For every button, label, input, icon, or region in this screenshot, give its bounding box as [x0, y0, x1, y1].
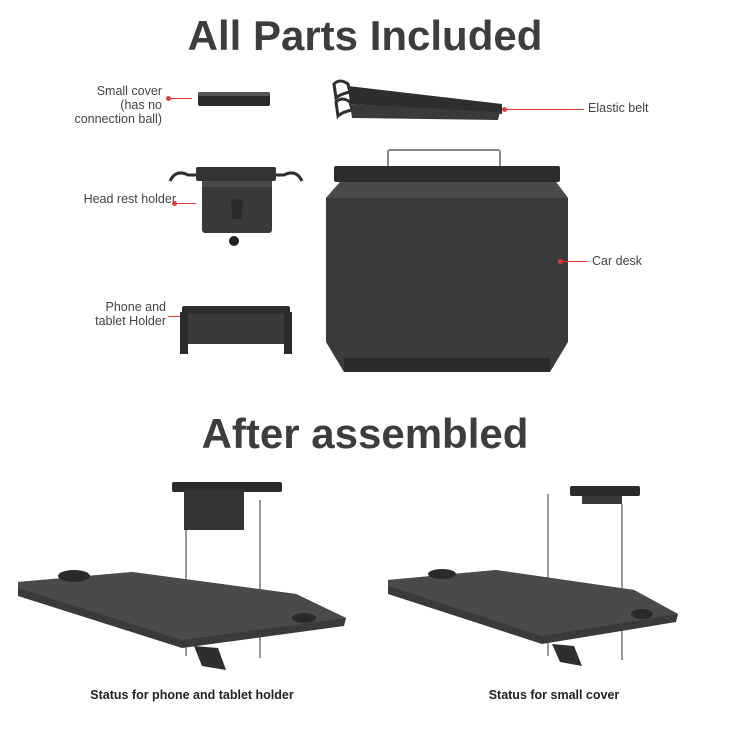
label-elastic-belt: Elastic belt — [588, 101, 649, 115]
label-small-cover-line2: (has no — [120, 98, 162, 112]
small-cover-image — [198, 92, 270, 106]
title-after-assembled: After assembled — [201, 410, 529, 457]
assembled-small-cover-image — [388, 486, 678, 666]
leader-car-desk — [562, 261, 588, 262]
dot-small-cover — [166, 96, 171, 101]
label-phone-tablet-holder-line1: Phone and — [105, 300, 166, 314]
label-small-cover: Small cover (has no connection ball) — [58, 84, 162, 126]
elastic-belt-image — [332, 79, 502, 120]
head-rest-holder-image — [168, 167, 304, 246]
caption-left: Status for phone and tablet holder — [90, 688, 294, 702]
leader-head-rest-holder — [174, 203, 196, 204]
assembled-phone-holder-image — [18, 482, 346, 670]
label-small-cover-line3: connection ball) — [74, 112, 162, 126]
label-head-rest-holder: Head rest holder — [83, 192, 176, 206]
phone-tablet-holder-image — [180, 306, 292, 354]
car-desk-image — [326, 149, 568, 372]
title-all-parts: All Parts Included — [187, 12, 543, 59]
label-small-cover-line1: Small cover — [96, 84, 162, 98]
leader-phone-tablet-holder — [168, 316, 182, 317]
label-car-desk: Car desk — [592, 254, 643, 268]
dot-elastic-belt — [502, 107, 507, 112]
leader-elastic-belt — [506, 109, 584, 110]
label-phone-tablet-holder: Phone and tablet Holder — [60, 300, 166, 328]
leader-small-cover — [168, 98, 192, 99]
dot-head-rest-holder — [172, 201, 177, 206]
caption-right: Status for small cover — [488, 688, 620, 702]
label-phone-tablet-holder-line2: tablet Holder — [95, 314, 166, 328]
dot-car-desk — [558, 259, 563, 264]
